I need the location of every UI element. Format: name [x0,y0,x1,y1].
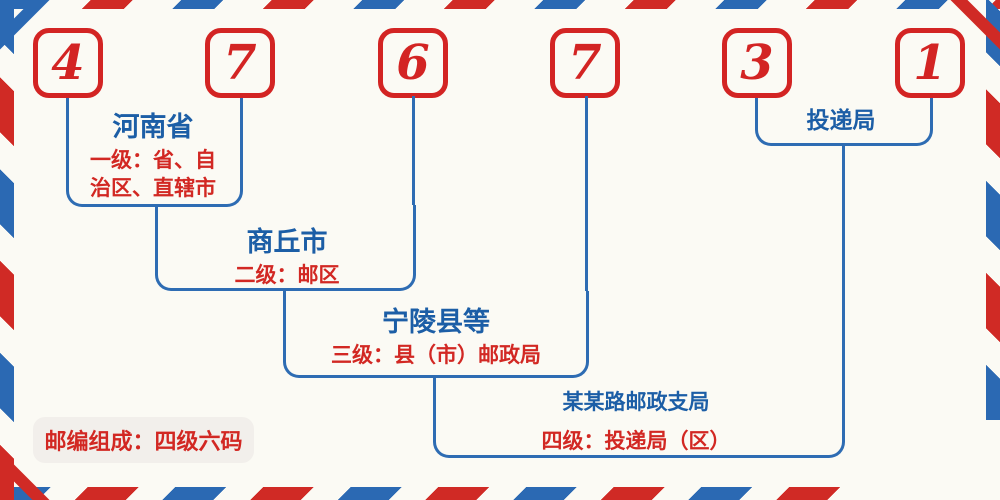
postal-code-composition-badge: 邮编组成：四级六码 [33,417,254,463]
digit3-connector-line [412,96,415,205]
level2-bracket [155,205,416,291]
delivery-annotation: 投递局 [778,108,904,134]
postal-digit-6: 1 [913,35,947,91]
level2-name: 商丘市 [246,227,328,258]
delivery-name: 投递局 [806,108,876,134]
postal-digit-box-5: 3 [722,28,792,98]
level4-name: 某某路邮政支局 [562,390,710,414]
postal-digit-box-6: 1 [895,28,965,98]
level2-annotation: 商丘市 二级：邮区 [187,227,387,290]
postal-digit-4: 7 [568,35,602,91]
airmail-border-top [0,0,1000,9]
airmail-border-left [0,0,14,500]
delivery-connector-line [842,144,845,378]
level4-annotation: 某某路邮政支局 四级：投递局（区） [476,390,796,456]
postal-digit-5: 3 [740,35,774,91]
postal-code-composition-text: 邮编组成：四级六码 [44,430,243,455]
level1-bracket [66,98,243,207]
postal-digit-box-2: 7 [205,28,275,98]
level4-bracket [433,378,845,458]
postal-digit-box-3: 6 [378,28,448,98]
postal-digit-1: 4 [51,35,85,91]
airmail-border-bottom [0,487,858,500]
postal-digit-3: 6 [396,35,430,91]
level2-desc: 二级：邮区 [234,263,340,288]
digit4-connector-line [585,96,588,291]
airmail-border-right [986,0,1000,420]
level3-annotation: 宁陵县等 三级：县（市）邮政局 [301,307,571,370]
level4-desc: 四级：投递局（区） [541,429,731,454]
level3-desc: 三级：县（市）邮政局 [331,343,541,368]
level1-desc: 一级：省、自 治区、直辖市 [90,148,216,200]
level3-bracket [283,291,589,378]
postal-digit-2: 7 [223,35,257,91]
postal-digit-box-1: 4 [33,28,103,98]
level3-name: 宁陵县等 [382,307,490,338]
level1-name: 河南省 [112,112,194,143]
level1-annotation: 河南省 一级：省、自 治区、直辖市 [62,112,244,202]
postal-digit-box-4: 7 [550,28,620,98]
